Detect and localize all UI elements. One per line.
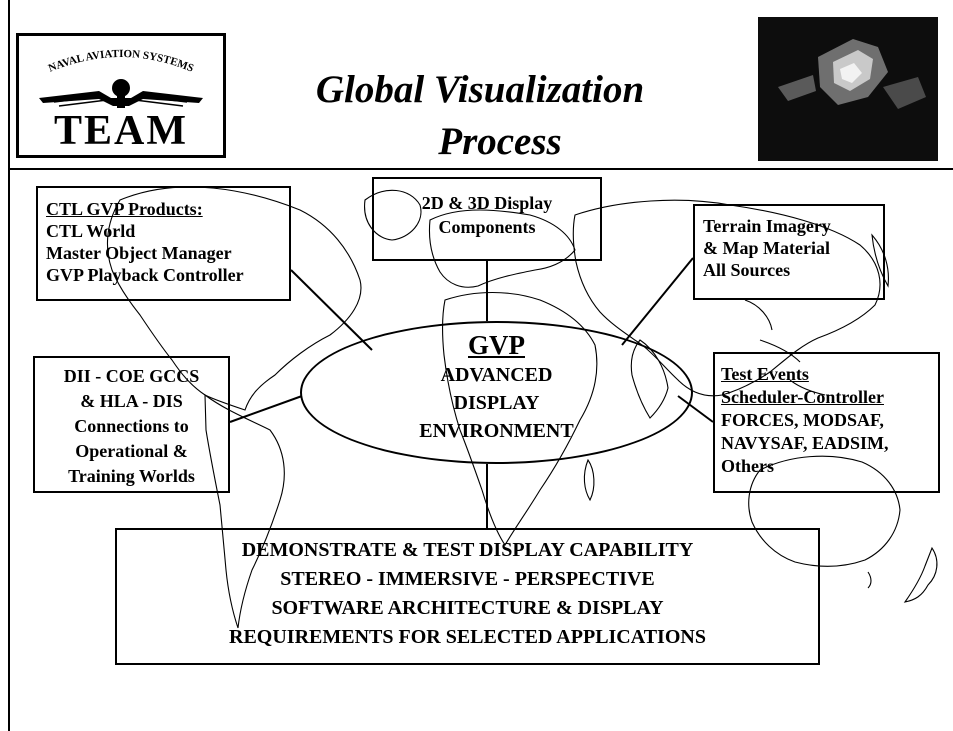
map-north-america bbox=[106, 186, 362, 411]
connector-dii bbox=[229, 395, 303, 423]
test-events-line: Others bbox=[721, 456, 774, 476]
gvp-line: ADVANCED bbox=[440, 364, 553, 386]
dii-line: DII - COE GCCS bbox=[63, 366, 200, 386]
products-item: Master Object Manager bbox=[46, 243, 232, 263]
map-south-america bbox=[204, 393, 285, 629]
naval-aviation-logo: NAVAL AVIATION SYSTEMS TEAM bbox=[16, 33, 226, 158]
test-events-line: FORCES, MODSAF, bbox=[721, 410, 884, 430]
products-item: CTL World bbox=[46, 221, 136, 241]
map-japan bbox=[871, 233, 889, 288]
logo-team-text: TEAM bbox=[54, 108, 188, 154]
map-pacific-island bbox=[867, 571, 872, 589]
connector-products bbox=[290, 269, 373, 351]
display-components-line: Components bbox=[438, 217, 536, 237]
page-title: Global Visualization Process bbox=[260, 64, 700, 168]
dii-line: Training Worlds bbox=[68, 466, 195, 486]
products-box: CTL GVP Products: CTL World Master Objec… bbox=[36, 186, 291, 301]
gvp-ellipse: GVP ADVANCED DISPLAY ENVIRONMENT bbox=[300, 321, 693, 464]
header-divider bbox=[8, 168, 953, 170]
gvp-title: GVP bbox=[468, 330, 525, 360]
test-events-line: NAVYSAF, EADSIM, bbox=[721, 433, 889, 453]
map-australia bbox=[748, 455, 901, 567]
display-components-box: 2D & 3D Display Components bbox=[372, 177, 602, 261]
gvp-line: ENVIRONMENT bbox=[419, 420, 574, 442]
display-components-line: 2D & 3D Display bbox=[421, 193, 553, 213]
products-heading: CTL GVP Products: bbox=[46, 199, 203, 219]
title-line-1: Global Visualization bbox=[315, 68, 645, 111]
terrain-box: Terrain Imagery & Map Material All Sourc… bbox=[693, 204, 885, 300]
gvp-line: DISPLAY bbox=[453, 392, 540, 414]
map-greenland bbox=[364, 189, 422, 241]
logo-anchor-emblem bbox=[112, 79, 130, 97]
logo-arc-text: NAVAL AVIATION SYSTEMS bbox=[47, 48, 196, 75]
demonstrate-box: DEMONSTRATE & TEST DISPLAY CAPABILITY ST… bbox=[115, 528, 820, 665]
map-europe bbox=[428, 209, 576, 288]
dii-box: DII - COE GCCS & HLA - DIS Connections t… bbox=[33, 356, 230, 493]
logo-emblem: NAVAL AVIATION SYSTEMS bbox=[39, 48, 203, 108]
map-se-asia bbox=[744, 299, 826, 396]
demonstrate-line: REQUIREMENTS FOR SELECTED APPLICATIONS bbox=[229, 626, 706, 648]
map-madagascar bbox=[583, 458, 595, 502]
terrain-line: Terrain Imagery bbox=[703, 216, 831, 236]
test-events-heading: Test Events bbox=[721, 364, 809, 384]
terrain-line: All Sources bbox=[703, 260, 791, 280]
map-asia bbox=[572, 199, 881, 397]
slide-frame bbox=[8, 0, 953, 731]
demonstrate-line: STEREO - IMMERSIVE - PERSPECTIVE bbox=[280, 568, 655, 590]
dii-line: Operational & bbox=[75, 441, 188, 461]
display-photo bbox=[758, 17, 938, 161]
dii-line: & HLA - DIS bbox=[80, 391, 183, 411]
terrain-line: & Map Material bbox=[703, 238, 830, 258]
test-events-box: Test Events Scheduler-Controller FORCES,… bbox=[713, 352, 940, 493]
title-line-2: Process bbox=[438, 120, 562, 163]
demonstrate-line: DEMONSTRATE & TEST DISPLAY CAPABILITY bbox=[241, 539, 694, 561]
connector-terrain bbox=[621, 257, 694, 346]
dii-line: Connections to bbox=[74, 416, 189, 436]
test-events-subheading: Scheduler-Controller bbox=[721, 387, 884, 407]
products-item: GVP Playback Controller bbox=[46, 265, 244, 285]
map-new-zealand bbox=[903, 546, 938, 603]
demonstrate-line: SOFTWARE ARCHITECTURE & DISPLAY bbox=[271, 597, 664, 619]
